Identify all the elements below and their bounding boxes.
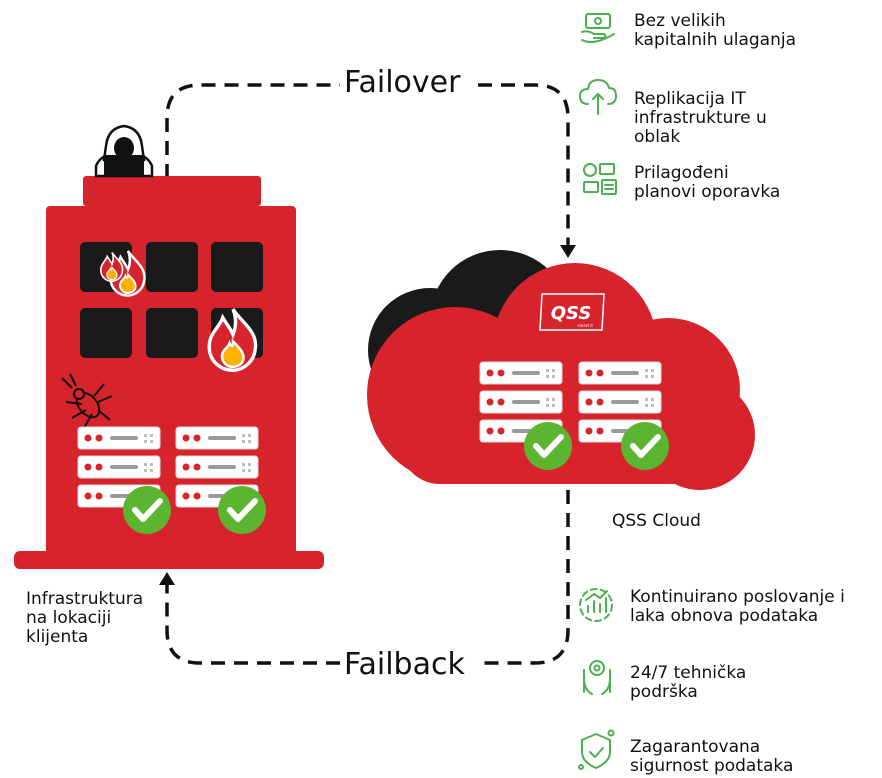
cloud-upload-icon — [579, 79, 617, 115]
feature-custom-recovery-plans: Prilagođeni planovi oporavka — [634, 164, 780, 202]
hacker-icon — [94, 124, 154, 178]
feature-text-line: podrška — [630, 682, 698, 702]
failover-arrow-left — [165, 83, 340, 178]
feature-text-line: Bez velikih — [634, 11, 726, 31]
feature-text-line: laka obnova podataka — [630, 606, 819, 626]
client-label-line: na lokaciji — [26, 608, 112, 628]
qss-logo-sub: smart it — [577, 323, 593, 328]
shield-check-icon — [578, 729, 615, 770]
feature-text-line: oblak — [634, 127, 681, 147]
client-building — [14, 176, 324, 569]
feature-text-line: planovi oporavka — [634, 182, 781, 202]
feature-tech-support: 24/7 tehnička podrška — [630, 664, 746, 702]
feature-text-line: kapitalnih ulaganja — [634, 30, 796, 50]
check-icon — [123, 486, 171, 534]
feature-text-line: infrastrukture u — [634, 108, 767, 128]
failback-label: Failback — [340, 648, 469, 682]
check-icon — [218, 486, 266, 534]
feature-text-line: Kontinuirano poslovanje i — [630, 587, 845, 607]
feature-text-line: Replikacija IT — [634, 89, 746, 109]
qss-cloud-label: QSS Cloud — [612, 511, 701, 531]
client-label-line: Infrastruktura — [26, 589, 144, 609]
money-hand-icon — [581, 13, 615, 43]
failback-arrowhead — [159, 572, 175, 585]
bug-icon — [61, 373, 113, 429]
client-label-line: klijenta — [26, 627, 89, 647]
check-icon — [621, 422, 669, 470]
client-infrastructure-label: Infrastruktura na lokaciji klijenta — [26, 590, 143, 647]
feature-text-line: sigurnost podataka — [630, 756, 794, 776]
failback-arrow-right — [478, 490, 570, 665]
feature-no-capital-investment: Bez velikih kapitalnih ulaganja — [634, 12, 796, 50]
growth-chart-icon — [579, 588, 613, 622]
failover-arrow-right — [478, 83, 570, 245]
qss-logo-text: QSS — [551, 303, 592, 324]
qss-logo: QSS smart it — [539, 293, 605, 331]
check-icon — [524, 422, 572, 470]
failback-arrow-left — [165, 585, 340, 665]
failover-label: Failover — [340, 66, 465, 100]
qss-cloud — [367, 250, 755, 490]
plan-settings-icon — [583, 163, 617, 195]
feature-data-security: Zagarantovana sigurnost podataka — [630, 738, 793, 776]
feature-cloud-replication: Replikacija IT infrastrukture u oblak — [634, 90, 767, 147]
feature-text-line: 24/7 tehnička — [630, 663, 747, 683]
feature-text-line: Zagarantovana — [630, 737, 761, 757]
support-hands-icon — [583, 660, 611, 695]
feature-text-line: Prilagođeni — [634, 163, 729, 183]
feature-business-continuity: Kontinuirano poslovanje i laka obnova po… — [630, 588, 845, 626]
failover-arrowhead — [560, 245, 576, 258]
